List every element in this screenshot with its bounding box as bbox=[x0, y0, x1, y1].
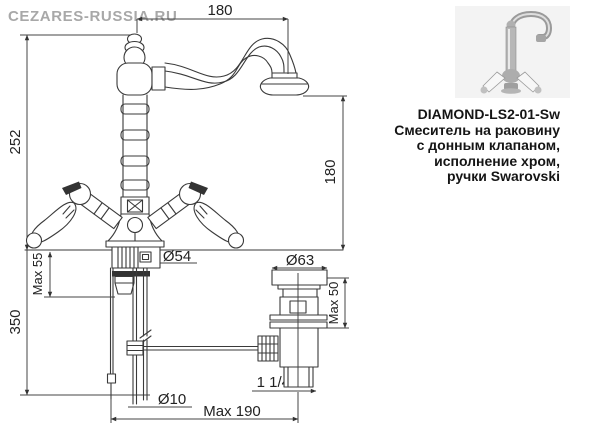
faucet-handle-right bbox=[147, 181, 245, 249]
product-description-line: исполнение хром, bbox=[434, 152, 560, 169]
dim-waste-deck-max: Max 50 bbox=[326, 282, 341, 325]
dim-base-diameter: Ø54 bbox=[163, 248, 191, 265]
popup-waste-outline bbox=[257, 269, 328, 388]
photo-faucet bbox=[480, 10, 553, 94]
dim-spout-reach: 180 bbox=[207, 2, 232, 19]
product-description-line: ручки Swarovski bbox=[446, 168, 560, 184]
faucet-outline bbox=[105, 33, 310, 405]
dimension-lines bbox=[20, 16, 349, 423]
product-info: DIAMOND-LS2-01-Sw Смеситель на раковину … bbox=[394, 106, 560, 185]
dim-total-height: 252 bbox=[7, 129, 24, 154]
product-description-line: Смеситель на раковину bbox=[394, 121, 560, 138]
dim-deck-thickness: Max 55 bbox=[30, 253, 45, 296]
dim-drain-reach-max: Max 190 bbox=[203, 403, 261, 420]
dim-rod-drop: 350 bbox=[7, 309, 24, 334]
dim-spout-height: 180 bbox=[322, 159, 339, 184]
faucet-handle-left bbox=[25, 181, 123, 249]
site-watermark: CEZARES-RUSSIA.RU bbox=[8, 8, 178, 25]
dim-rod-diameter: Ø10 bbox=[158, 391, 186, 408]
product-description-line: с донным клапаном, bbox=[416, 137, 560, 153]
product-code: DIAMOND-LS2-01-Sw bbox=[417, 106, 560, 122]
dim-waste-flange-diameter: Ø63 bbox=[286, 252, 314, 269]
